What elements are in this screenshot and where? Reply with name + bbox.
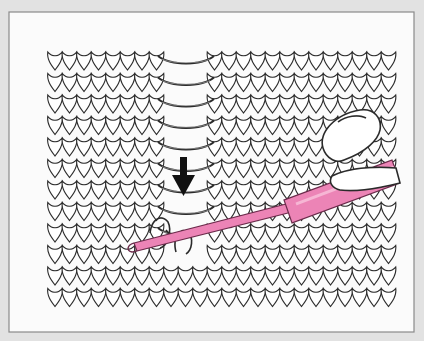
knitting-diagram [0,0,424,341]
illustration-frame [0,0,424,341]
